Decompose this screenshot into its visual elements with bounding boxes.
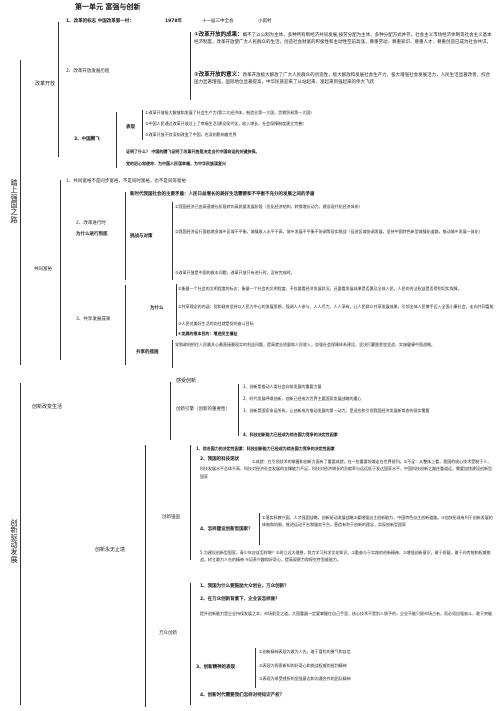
- reform-village: 小岗村: [258, 19, 272, 24]
- reform-label: 改革开放: [35, 81, 56, 87]
- life-item-4: 4、科技创新能力已经成为综合国力竞争的决定性因素: [243, 432, 338, 437]
- measures-text: 党和政府抓住人民最关心最直接最现实的利益问题，提高就业质量和人民收入，加强社会保…: [175, 342, 435, 347]
- all-label: 万众创新: [159, 631, 177, 636]
- common-q1: 1、共同富裕不是同步富裕，不是同时富裕，也不是同等富裕: [66, 179, 186, 184]
- reform-heading3: 3、中国腾飞: [74, 137, 100, 142]
- measures-label: 共享的措施: [136, 350, 159, 355]
- q3-brace: [125, 285, 126, 365]
- perf-label: 表现: [126, 125, 135, 130]
- common-label: 共同富裕: [34, 267, 52, 272]
- life-item-2: 2、时代发展呼唤创新，创新已经成为世界主要国家发展战略的重心: [243, 396, 362, 401]
- common-q2-sub: 为什么进行到底: [76, 232, 108, 237]
- reform-brace: [58, 22, 59, 157]
- reform-reason-text: 改革开放极大解放了广大人民群众的创造性，极大解放和发展社会生产力，极大增强社会发…: [194, 73, 491, 85]
- all-brace: [190, 583, 191, 705]
- china-c2-head: 2、我国的科技现状: [200, 457, 240, 462]
- life-item-3: 3、创新是国家命运所系。让创新成为推动发展的第一动力，是适应和引领我国经济发展新…: [243, 408, 430, 413]
- reform-reason-heading: ②改革开放的意义：: [194, 72, 243, 78]
- china-c2-text: ①成就：在引领技术的掌握和创新方面有了重要成就，在一些重要领域走在世界前列。②不…: [200, 459, 492, 479]
- reform-fruit-heading: ①改革开放的成果：: [194, 32, 243, 38]
- perf-item-3: ③改革开放不仅深刻改变了中国，也深刻影响着世界: [145, 132, 237, 137]
- life-brace: [170, 382, 171, 440]
- reason-4: ④发展的根本目的：增进民生福祉: [178, 331, 238, 336]
- common-q3: 3、共享发展成果: [76, 317, 111, 322]
- sense-label: 感受创新: [176, 378, 197, 384]
- endless-brace: [145, 445, 146, 707]
- q2-brace: [125, 192, 126, 280]
- challenge-item-2: ②我国经济运行面临诸多城乡区域不平衡，城镇收入水平不高，城乡发展不平衡不协调等现…: [175, 229, 483, 234]
- engine-label: 创新引擎（创新的重要性）: [176, 407, 230, 412]
- reform-heading2: 2、改革开放发展历程: [66, 69, 110, 74]
- endless-label: 创新永无止境: [95, 547, 126, 553]
- china-c1: 1、综合国力的决定性因素：科技创新能力已经成为综合国力竞争的决定性因素: [196, 446, 335, 451]
- history-brace: [190, 32, 191, 100]
- a3-brace: [255, 648, 256, 688]
- china-c4-item-1: ①落实科教兴国、人才强国战略，创新驱动发展战略②要增强自主创新能力，中国特色自主…: [262, 515, 493, 527]
- reform-party: 党的初心和使命：为中国人民谋幸福，为中华民族谋复兴: [126, 161, 226, 166]
- page-title: 第一单元 富强与创新: [75, 3, 141, 11]
- why-brace: [176, 284, 177, 336]
- c4-brace: [259, 513, 260, 545]
- sense-brace: [238, 384, 239, 436]
- life-item-1: 1、创新是推动人类社会向前发展的重要力量: [243, 384, 322, 389]
- all-a4: 4、创新时代需要我们怎样对待知识产权？: [200, 693, 285, 698]
- all-a3-label: 3、创新精神的表现: [196, 665, 236, 670]
- part2-side-label: 创新驱动发展: [10, 519, 18, 564]
- china-brace: [190, 445, 191, 560]
- challenge-brace: [172, 202, 173, 280]
- life-label: 创新改变生活: [32, 404, 63, 410]
- challenge-label: 挑战与对策: [130, 234, 153, 239]
- why-label: 为什么: [150, 306, 164, 311]
- measures-brace: [172, 340, 173, 368]
- perf-item-1: ①改革开放极大解放和发展了社会生产力(第二大经济体，制造业第一大国，货物贸易第一…: [145, 110, 312, 115]
- reason-1: ①衡量一个社会的文明程度的标志：衡量一个社会的文明程度，不仅要看经济发展状况，还…: [178, 286, 462, 291]
- all-a1: 1、我国为什么要鼓励大众创业，万众创新？: [200, 584, 289, 589]
- all-a3-item-1: ①创新精神表现为敢为人先，敢于冒险的勇气和自信: [259, 649, 351, 654]
- all-a2: 2、在万众创新背景下，企业该怎样做？: [200, 597, 280, 602]
- challenge-item-3: ③改革开放是中国的根本问题，改革开放只有进行时，没有完成时。: [175, 270, 295, 275]
- perf-item-2: ②中国人民通过改革开放过上了幸福生活(建设现代化，收入增长，社会保障制度建立完善…: [145, 121, 304, 126]
- reform-meeting: 十一届三中全会: [202, 19, 234, 24]
- china-c4-item-2: 5.为建设创新型国家，青少年应该怎样做？①树立远大理想，努力学习科学文化知识。②…: [200, 550, 491, 563]
- reform-fruit: ①改革开放的成果：概不了以公制为主体，多种所有制经济共同发展,按劳分配为主体，多…: [194, 31, 494, 47]
- all-a3-item-2: ②表现为探索新知的好奇心和挑战权威的批判精神: [259, 663, 347, 668]
- reason-3: ③人民对美好生活的向往就是党的奋斗目标: [178, 321, 254, 326]
- new-era-contradiction: 新时代我国社会的主要矛盾：人民日益增长的美好生活需要和不平衡不充分的发展之间的矛…: [130, 192, 315, 197]
- all-a2-text: 提升创新能力是企业持续发展之本；市场前竞之道。大国重器一定要掌握在自己手里，核心…: [200, 611, 492, 616]
- part1-side-label: 踏上强国之路: [10, 179, 18, 224]
- china-c4-head: 4、怎样建设创新型国家？: [200, 527, 253, 532]
- reform-year: 1978年: [165, 19, 183, 24]
- reform-line1: 1、改革的标志 中国改革第一村：: [66, 19, 134, 24]
- part2-brace: [20, 383, 21, 705]
- all-a3-item-3: ③表现为承受挫折的坚强意志和沟通合作的团队精神: [259, 676, 351, 681]
- common-brace: [60, 180, 61, 360]
- challenge-item-1: ①我国经济已由高速增长阶段转向高质量发展阶段（优化经济结构，转换增长动力，建设现…: [175, 204, 363, 209]
- rise-brace: [116, 112, 117, 168]
- perf-brace: [142, 110, 143, 140]
- china-label: 创新强国: [162, 515, 180, 520]
- reform-proof: 证明了什么？ 中国的腾飞证明了改革开放是决定当代中国命运的关键抉择。: [126, 149, 260, 154]
- reform-fruit-text: 概不了以公制为主体，多种所有制经济共同发展,按劳分配为主体，多种分配方式并存，社…: [194, 33, 492, 45]
- common-q2: 2、改革进行时: [76, 221, 106, 226]
- reform-reason: ②改革开放的意义：改革开放极大解放了广大人民群众的创造性，极大解放和发展社会生产…: [194, 71, 494, 87]
- part1-brace: [20, 60, 21, 365]
- reason-2: ②共享理念的内涵：党和政府坚持以人民为中心的发展思想，强调人人参与、人人尽力、人…: [178, 304, 494, 309]
